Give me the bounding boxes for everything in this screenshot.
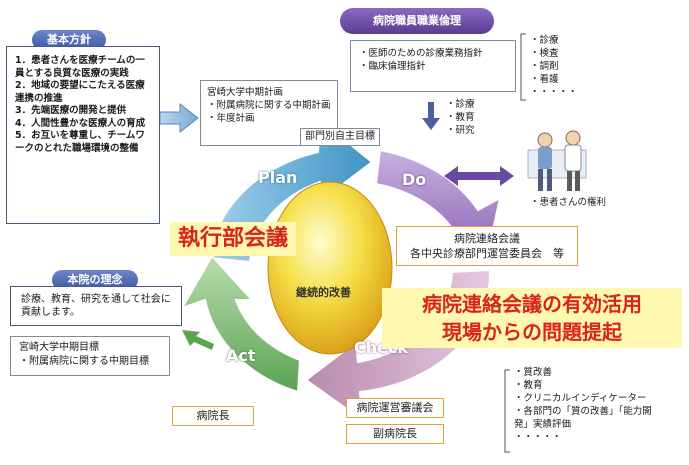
ethics-side-list: ・診療 ・検査 ・調剤 ・看護 ・・・・・: [530, 34, 578, 99]
act-box: 宮崎大学中期目標 ・附属病院に関する中期目標: [10, 336, 170, 376]
check-callout-line: 現場からの問題提起: [442, 320, 622, 344]
do-items: ・診療 ・教育 ・研究: [446, 98, 475, 137]
basic-policy-item: 1．患者さんを医療チームの一員とする良質な医療の実践: [15, 55, 145, 79]
basic-policy-box: 1．患者さんを医療チームの一員とする良質な医療の実践 2．地域の要望にこたえる医…: [6, 46, 160, 224]
check-list: ・質改善 ・教育 ・クリニカルインディケーター ・各部門の「質の改善」「能力開発…: [514, 366, 664, 444]
philosophy-text: 診療、教育、研究を通して社会に貢献します。: [21, 294, 171, 318]
check-tag-vice-director: 副病院長: [346, 424, 444, 444]
check-callout-line: 病院連絡会議の有効活用: [422, 292, 642, 316]
philosophy-box: 診療、教育、研究を通して社会に貢献します。: [10, 286, 182, 326]
ethics-box: ・医師のための診療業務指針 ・臨床倫理指針: [350, 40, 516, 92]
do-patient-arrow: [444, 166, 514, 186]
check-tag-council: 病院運営審議会: [346, 398, 444, 418]
ethics-side-item: ・診療: [530, 35, 559, 46]
check-item: ・クリニカルインディケーター: [514, 393, 647, 404]
check-item: ・・・・・: [514, 432, 562, 443]
center-label: 継続的改善: [296, 286, 351, 299]
plan-list: 宮崎大学中期計画 ・附属病院に関する中期計画 ・年度計画: [207, 86, 331, 125]
basic-policy-item: 5．お互いを尊重し、チームワークのとれた職場環境の整備: [15, 130, 145, 154]
philosophy-title: 本院の理念: [52, 270, 138, 290]
ethics-side-item: ・検査: [530, 48, 559, 59]
act-text: Act: [226, 346, 256, 365]
basic-policy-item: 3．先端医療の開発と提供: [15, 105, 127, 116]
patient-rights: ・患者さんの権利: [530, 197, 607, 208]
basic-policy-item: 4．人間性豊かな医療人の育成: [15, 117, 146, 129]
ethics-title: 病院職員職業倫理: [340, 8, 494, 34]
ethics-item: ・医師のための診療業務指針: [359, 48, 483, 59]
do-label: Do: [402, 170, 426, 189]
check-item: ・教育: [514, 380, 543, 391]
do-meeting-line: 各中央診療部門運営委員会 等: [410, 247, 564, 260]
ethics-bracket: [520, 33, 526, 101]
do-item: ・診療: [446, 99, 475, 110]
do-item: ・教育: [446, 112, 475, 123]
policy-to-plan-arrow: [159, 102, 199, 134]
basic-policy-list: 1．患者さんを医療チームの一員とする良質な医療の実践 2．地域の要望にこたえる医…: [15, 55, 153, 155]
ethics-side-item: ・調剤: [530, 61, 559, 72]
act-label: Act: [226, 346, 256, 365]
act-item: ・附属病院に関する中期目標: [19, 356, 149, 367]
plan-item: ・附属病院に関する中期計画: [207, 100, 331, 111]
patient-doctor-illustration: [527, 130, 587, 191]
act-item: 宮崎大学中期目標: [19, 342, 99, 353]
ethics-side-item: ・・・・・: [530, 87, 578, 98]
ethics-list: ・医師のための診療業務指針 ・臨床倫理指針: [359, 47, 507, 73]
act-to-philosophy-arrow: [182, 330, 214, 350]
do-meeting-box: 病院連絡会議 各中央診療部門運営委員会 等: [396, 226, 578, 266]
ethics-down-arrow: [422, 102, 440, 130]
ethics-item: ・臨床倫理指針: [359, 61, 426, 72]
act-arc: [179, 254, 302, 394]
check-item: ・質改善: [514, 367, 553, 378]
plan-item: ・年度計画: [207, 113, 255, 124]
director-tag: 病院長: [172, 406, 254, 426]
do-meeting-line: 病院連絡会議: [454, 232, 520, 245]
basic-policy-item: 2．地域の要望にこたえる医療連携の推進: [15, 80, 145, 104]
plan-text: Plan: [258, 168, 298, 187]
exec-meeting-callout: 執行部会議: [170, 222, 297, 256]
check-callout: 病院連絡会議の有効活用 現場からの問題提起: [382, 288, 682, 348]
do-item: ・研究: [446, 125, 475, 136]
ethics-side-item: ・看護: [530, 74, 559, 85]
check-bracket: [504, 369, 510, 453]
plan-label: Plan: [258, 168, 297, 187]
basic-policy-title: 基本方針: [32, 30, 106, 50]
do-text: Do: [402, 170, 427, 189]
plan-item: 宮崎大学中期計画: [207, 87, 284, 98]
dept-goal-tag: 部門別自主目標: [300, 128, 380, 146]
check-item: ・各部門の「質の改善」「能力開発」実績評価: [514, 406, 652, 430]
center-egg: [267, 181, 393, 355]
